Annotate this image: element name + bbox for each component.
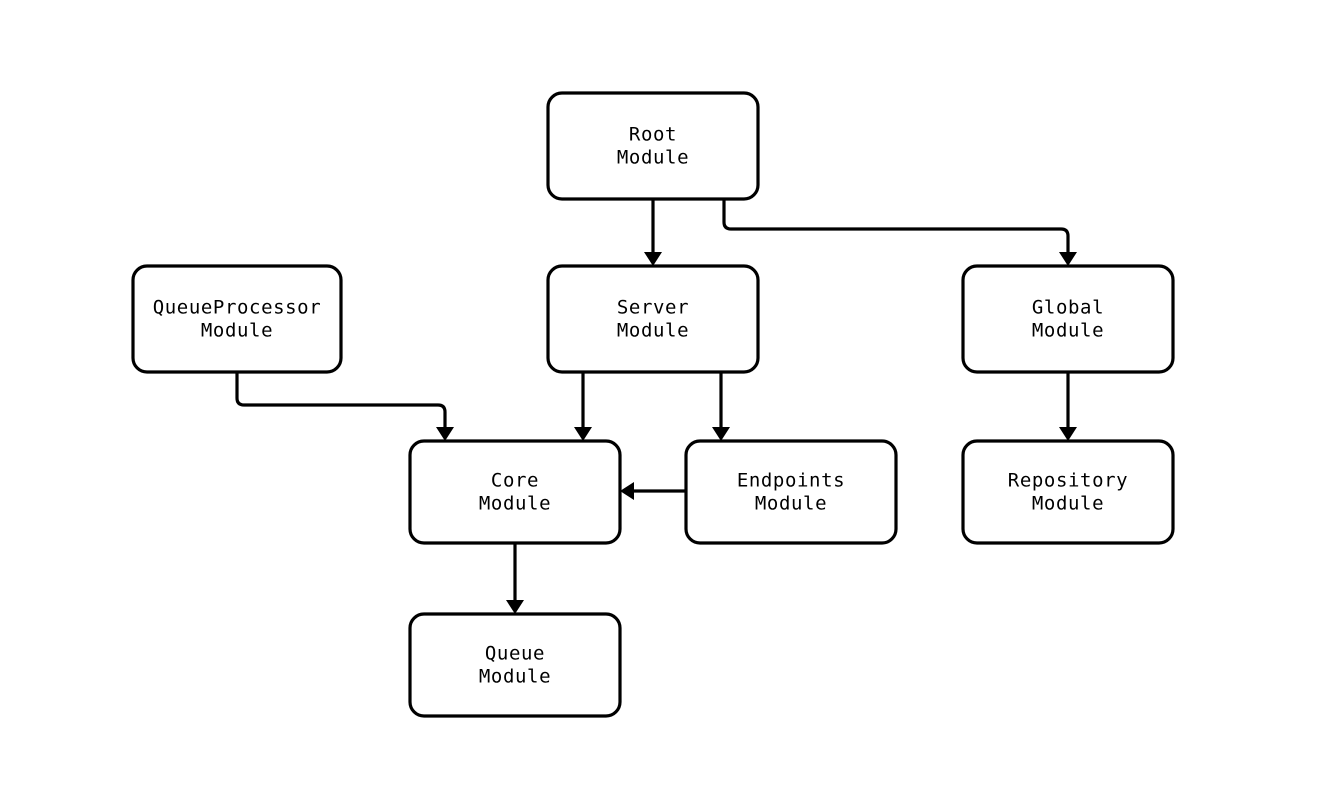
node-label-line1: QueueProcessor: [153, 297, 322, 319]
node-label-line2: Module: [1032, 320, 1104, 342]
arrowhead-icon: [574, 427, 592, 441]
node-label-line2: Module: [201, 320, 273, 342]
edge-queueprocessor-to-core: QueueProcessor Module to Core Module: [235, 372, 454, 441]
node-box[interactable]: [408, 612, 622, 718]
node-label-line2: Module: [479, 493, 551, 515]
node-box[interactable]: [961, 264, 1175, 374]
arrowhead-icon: [644, 252, 662, 266]
arrowhead-icon: [712, 427, 730, 441]
edge-server-to-core: Server Module to Core Module: [574, 372, 592, 441]
node-box[interactable]: [408, 439, 622, 545]
node-box[interactable]: [546, 264, 760, 374]
arrowhead-icon: [506, 600, 524, 614]
edge-root-to-server: Root Module to Server Module: [644, 199, 662, 266]
nodes-layer: RootModuleQueueProcessorModuleServerModu…: [131, 91, 1175, 718]
node-label-line2: Module: [755, 493, 827, 515]
node-box[interactable]: [131, 264, 343, 374]
node-label-line1: Server: [617, 297, 689, 319]
arrowhead-icon: [1059, 252, 1077, 266]
arrowhead-icon: [620, 482, 634, 500]
edge-endpoints-to-core: Endpoints Module to Core Module: [620, 482, 686, 500]
node-label-line1: Repository: [1008, 470, 1128, 492]
arrowhead-icon: [436, 427, 454, 441]
node-label-line2: Module: [1032, 493, 1104, 515]
node-label-line1: Core: [491, 470, 539, 492]
edge-core-to-queue: Core Module to Queue Module: [506, 543, 524, 614]
edge-line: [235, 372, 447, 427]
node-label-line1: Queue: [485, 643, 545, 665]
node-label-line1: Endpoints: [737, 470, 845, 492]
edge-server-to-endpoints: Server Module to Endpoints Module: [712, 372, 730, 441]
node-label-line1: Global: [1032, 297, 1104, 319]
edge-root-to-global: Root Module to Global Module: [722, 199, 1077, 266]
edge-line: [722, 199, 1070, 252]
node-label-line2: Module: [617, 147, 689, 169]
edge-global-to-repository: Global Module to Repository Module: [1059, 372, 1077, 441]
node-label-line2: Module: [617, 320, 689, 342]
edges-layer: Root Module to Server Module Root Module …: [235, 199, 1077, 614]
node-label-line2: Module: [479, 666, 551, 688]
node-label-line1: Root: [629, 124, 677, 146]
node-box[interactable]: [684, 439, 898, 545]
arrowhead-icon: [1059, 427, 1077, 441]
node-box[interactable]: [546, 91, 760, 201]
node-box[interactable]: [961, 439, 1175, 545]
